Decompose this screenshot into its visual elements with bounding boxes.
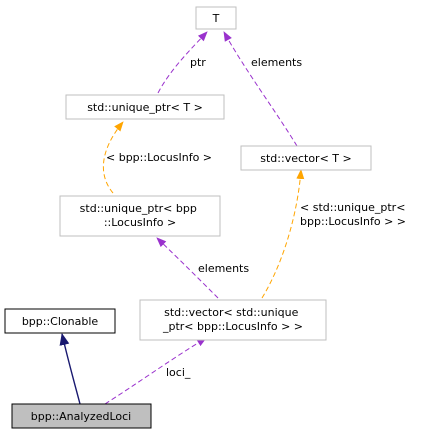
node-bpp-analyzedloci-label: bpp::AnalyzedLoci xyxy=(31,410,131,423)
node-vector-unique-ptr-locusinfo[interactable]: std::vector< std::unique _ptr< bpp::Locu… xyxy=(139,299,327,341)
edge-label-unique-ptr-template: < bpp::LocusInfo > xyxy=(106,151,212,164)
node-unique-ptr-t[interactable]: std::unique_ptr< T > xyxy=(65,94,225,120)
edge-elements-locus: elements xyxy=(156,237,249,299)
node-unique-ptr-locusinfo[interactable]: std::unique_ptr< bpp ::LocusInfo > xyxy=(59,195,221,237)
edge-loci: loci_ xyxy=(104,337,207,405)
edge-label-elements-t: elements xyxy=(251,56,302,69)
node-bpp-clonable[interactable]: bpp::Clonable xyxy=(4,308,116,334)
node-vector-t[interactable]: std::vector< T > xyxy=(240,145,372,171)
edge-inherits-clonable xyxy=(59,333,81,405)
node-unique-ptr-t-label: std::unique_ptr< T > xyxy=(87,101,203,114)
node-vector-t-label: std::vector< T > xyxy=(260,152,351,165)
node-vector-unique-ptr-locusinfo-label: std::vector< std::unique _ptr< bpp::Locu… xyxy=(162,306,303,333)
edge-label-vector-template: < std::unique_ptr< bpp::LocusInfo > > xyxy=(300,201,409,228)
edge-label-loci: loci_ xyxy=(166,366,191,379)
edge-label-elements-locus: elements xyxy=(198,262,249,275)
edge-label-ptr: ptr xyxy=(190,56,206,69)
node-t[interactable]: T xyxy=(195,6,237,30)
edge-vector-template: < std::unique_ptr< bpp::LocusInfo > > xyxy=(261,169,409,299)
node-t-label: T xyxy=(212,12,220,25)
edge-ptr: ptr xyxy=(157,31,208,94)
node-unique-ptr-locusinfo-label: std::unique_ptr< bpp ::LocusInfo > xyxy=(80,202,201,229)
node-bpp-clonable-label: bpp::Clonable xyxy=(22,315,99,328)
edge-unique-ptr-template: < bpp::LocusInfo > xyxy=(102,121,212,194)
edge-elements-t: elements xyxy=(223,31,302,147)
node-bpp-analyzedloci[interactable]: bpp::AnalyzedLoci xyxy=(11,403,152,429)
